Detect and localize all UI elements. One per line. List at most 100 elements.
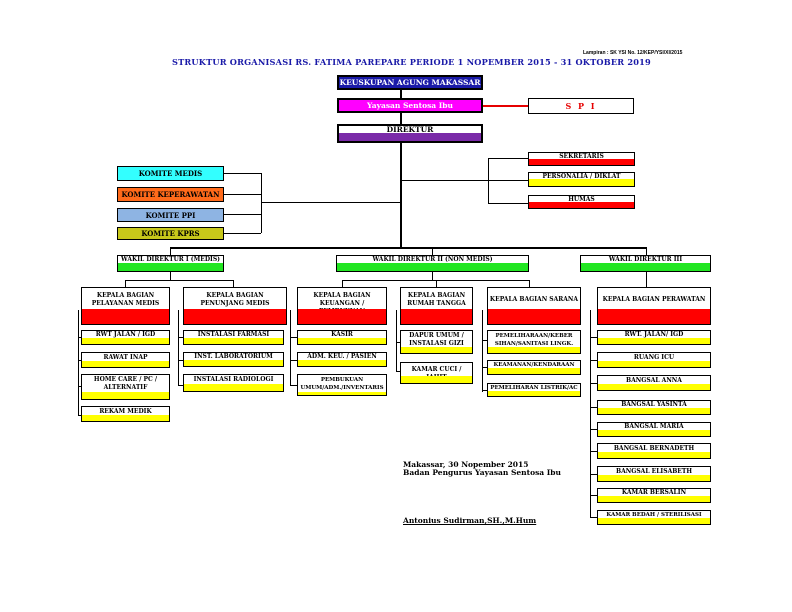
connector-staff-h	[401, 180, 489, 181]
connector-komite-h	[261, 202, 401, 203]
humas-bar	[529, 202, 634, 208]
wakil-1-bar	[118, 263, 223, 271]
page-title: STRUKTUR ORGANISASI RS. FATIMA PAREPARE …	[172, 57, 651, 67]
tick	[590, 517, 597, 518]
sekretaris-box: SEKRETARIS	[528, 152, 635, 166]
unit-bar	[184, 384, 283, 391]
unit-label: INSTALASI RADIOLOGI	[193, 376, 274, 383]
unit-bangsal-elisabeth: BANGSAL ELISABETH	[597, 466, 711, 482]
connector-w2-c	[529, 280, 530, 287]
wakil-3-box: WAKIL DIREKTUR III (KEPERAWATAN)	[580, 255, 711, 272]
rail-keuangan	[290, 310, 291, 386]
connector-w1-bus	[125, 280, 234, 281]
tick	[78, 415, 81, 416]
unit-rwt-jalan-igd: RWT JALAN / IGD	[81, 330, 170, 345]
unit-label: RWT JALAN / IGD	[95, 331, 156, 338]
unit-bangsal-anna: BANGSAL ANNA	[597, 375, 711, 391]
kepala-penunjang-bar	[184, 309, 286, 324]
direktur-label: DIREKTUR	[386, 125, 434, 134]
unit-bangsal-yasinta: BANGSAL YASINTA	[597, 400, 711, 415]
kepala-sarana-box: KEPALA BAGIAN SARANA	[487, 287, 581, 325]
unit-bar	[488, 347, 580, 353]
unit-home-care: HOME CARE / PC / ALTERNATIF	[81, 374, 170, 400]
connector-w2-down	[432, 272, 433, 280]
unit-dapur-umum: DAPUR UMUM / INSTALASI GIZI	[400, 330, 473, 354]
connector-komite-4	[224, 233, 261, 234]
direktur-box: DIREKTUR	[337, 124, 483, 143]
kepala-perawatan-box: KEPALA BAGIAN PERAWATAN	[597, 287, 711, 325]
unit-listrik: PEMELIHARAN LISTRIK/AC	[487, 383, 581, 397]
connector-wakil-1	[170, 247, 171, 255]
connector-wakil-2	[432, 247, 433, 255]
tick	[290, 337, 297, 338]
unit-instalasi-farmasi: INSTALASI FARMASI	[183, 330, 284, 345]
unit-bar	[598, 452, 710, 458]
komite-keperawatan-box: KOMITE KEPERAWATAN	[117, 187, 224, 202]
unit-bar	[82, 415, 169, 421]
kepala-perawatan-bar	[598, 309, 710, 324]
rail-pelayanan	[78, 310, 79, 416]
unit-label: KASIR	[331, 331, 353, 338]
connector-w1-a	[125, 280, 126, 287]
connector-komite-2	[224, 194, 261, 195]
tick	[590, 383, 597, 384]
kepala-penunjang-label: KEPALA BAGIAN PENUNJANG MEDIS	[200, 292, 270, 307]
unit-kamar-cuci: KAMAR CUCI / JAHIT	[400, 362, 473, 384]
unit-label: BANGSAL ELISABETH	[616, 468, 692, 475]
signature-name: Antonius Sudirman,SH.,M.Hum	[403, 516, 537, 525]
connector-wakil-3	[646, 247, 647, 255]
unit-label: INST. LABORATORIUM	[194, 353, 273, 360]
keuskupan-box: KEUSKUPAN AGUNG MAKASSAR	[337, 75, 483, 90]
tick	[290, 385, 297, 386]
unit-bar	[598, 496, 710, 502]
unit-bar	[598, 384, 710, 390]
unit-label: RUANG ICU	[633, 354, 675, 361]
unit-label: PEMELIHARAN LISTRIK/AC	[490, 385, 578, 391]
unit-label: KAMAR BEDAH / STERILISASI	[606, 512, 702, 518]
tick	[178, 385, 183, 386]
komite-ppi-box: KOMITE PPI	[117, 208, 224, 222]
rail-sarana	[482, 310, 483, 392]
kepala-rumahtangga-box: KEPALA BAGIAN RUMAH TANGGA	[400, 287, 473, 325]
yayasan-box: Yayasan Sentosa Ibu	[337, 98, 483, 113]
wakil-2-bar	[337, 263, 528, 271]
unit-pembukuan: PEMBUKUAN UMUM/ADM./INVENTARIS	[297, 374, 387, 396]
unit-label: PEMBUKUAN UMUM/ADM./INVENTARIS	[300, 377, 384, 391]
unit-rawat-inap: RAWAT INAP	[81, 352, 170, 368]
humas-box: HUMAS	[528, 195, 635, 209]
unit-bar	[184, 360, 283, 366]
direktur-bar	[339, 133, 481, 141]
connector-spi	[482, 105, 528, 107]
tick	[590, 360, 597, 361]
tick	[78, 337, 81, 338]
lampiran-text: Lampiran : SK YSI No. 12/KEP/YSI/XI/2015	[583, 50, 683, 56]
unit-label: RAWAT INAP	[103, 354, 148, 361]
tick	[482, 367, 487, 368]
wakil-2-label: WAKIL DIREKTUR II (NON MEDIS)	[372, 256, 493, 263]
tick	[482, 390, 487, 391]
kepala-rumahtangga-bar	[401, 309, 472, 324]
personalia-box: PERSONALIA / DIKLAT	[528, 172, 635, 187]
rail-perawatan	[590, 310, 591, 518]
unit-bar	[82, 392, 169, 399]
kepala-pelayanan-label: KEPALA BAGIAN PELAYANAN MEDIS	[91, 292, 160, 307]
unit-inst-laboratorium: INST. LABORATORIUM	[183, 352, 284, 367]
unit-bar	[488, 368, 580, 374]
kepala-perawatan-label: KEPALA BAGIAN PERAWATAN	[602, 296, 706, 303]
unit-pemeliharaan-kebersihan: PEMELIHARAAN/KEBER SIHAN/SANITASI LINGK.	[487, 330, 581, 354]
signature-org: Badan Pengurus Yayasan Sentosa Ibu	[403, 468, 561, 477]
wakil-3-bar	[581, 263, 710, 271]
connector-staff-v	[488, 158, 489, 204]
tick	[290, 360, 297, 361]
unit-instalasi-radiologi: INSTALASI RADIOLOGI	[183, 374, 284, 392]
connector-w2-a	[342, 280, 343, 287]
tick	[590, 474, 597, 475]
unit-bar	[401, 347, 472, 353]
connector-w2-b	[436, 280, 437, 287]
unit-bar	[598, 518, 710, 524]
tick	[178, 360, 183, 361]
unit-kasir: KASIR	[297, 330, 387, 345]
unit-rekam-medik: REKAM MEDIK	[81, 406, 170, 422]
connector-komite-1	[224, 173, 261, 174]
unit-bar	[82, 361, 169, 367]
